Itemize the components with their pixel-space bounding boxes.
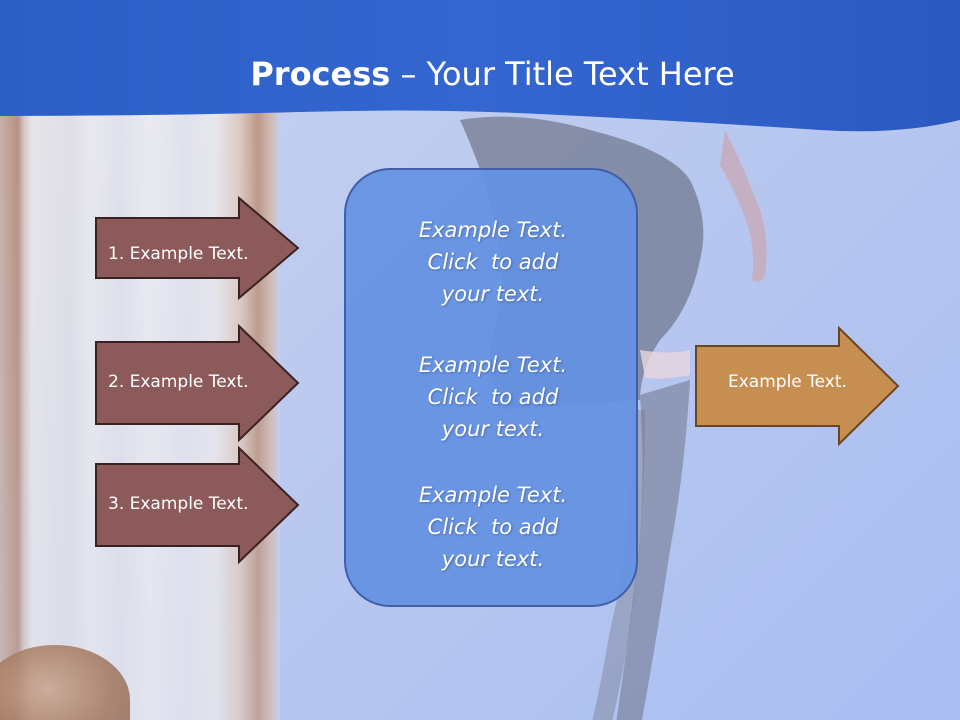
center-text-line: Example Text. <box>418 483 568 507</box>
right-arrow-label: Example Text. <box>728 372 847 392</box>
center-text-box[interactable]: Example Text. Click to add your text. Ex… <box>344 168 638 607</box>
right-arrow-shape-icon <box>95 196 300 300</box>
title-rest: Your Title Text Here <box>426 55 735 93</box>
center-text-line: Click to add <box>427 515 559 539</box>
figure-band <box>640 350 690 379</box>
figure-arm <box>720 130 767 282</box>
right-arrow-shape-icon <box>95 324 300 442</box>
center-text-line: Click to add <box>427 250 559 274</box>
center-text-line: Click to add <box>427 385 559 409</box>
right-arrow-shape-icon <box>695 326 900 446</box>
header-banner <box>0 0 960 132</box>
center-text-line: your text. <box>441 417 545 441</box>
right-arrow-shape-icon <box>95 446 300 564</box>
center-text-block-3: Example Text. Click to add your text. <box>346 479 640 575</box>
center-text-line: your text. <box>441 547 545 571</box>
figure-legs <box>616 380 690 720</box>
left-arrow-1[interactable]: 1. Example Text. <box>94 196 300 300</box>
center-text-block-1: Example Text. Click to add your text. <box>346 214 640 310</box>
left-arrow-3[interactable]: 3. Example Text. <box>94 446 300 564</box>
title-bold: Process <box>250 55 391 93</box>
left-arrow-2-label: 2. Example Text. <box>108 372 249 392</box>
page-title: Process – Your Title Text Here <box>0 52 960 96</box>
center-text-line: Example Text. <box>418 218 568 242</box>
left-arrow-3-label: 3. Example Text. <box>108 494 249 514</box>
center-text-block-2: Example Text. Click to add your text. <box>346 349 640 445</box>
title-dash: – <box>390 55 427 93</box>
center-text-line: your text. <box>441 282 545 306</box>
left-arrow-2[interactable]: 2. Example Text. <box>94 324 300 442</box>
right-arrow[interactable]: Example Text. <box>694 326 900 446</box>
left-arrow-1-label: 1. Example Text. <box>108 244 249 264</box>
center-text-line: Example Text. <box>418 353 568 377</box>
